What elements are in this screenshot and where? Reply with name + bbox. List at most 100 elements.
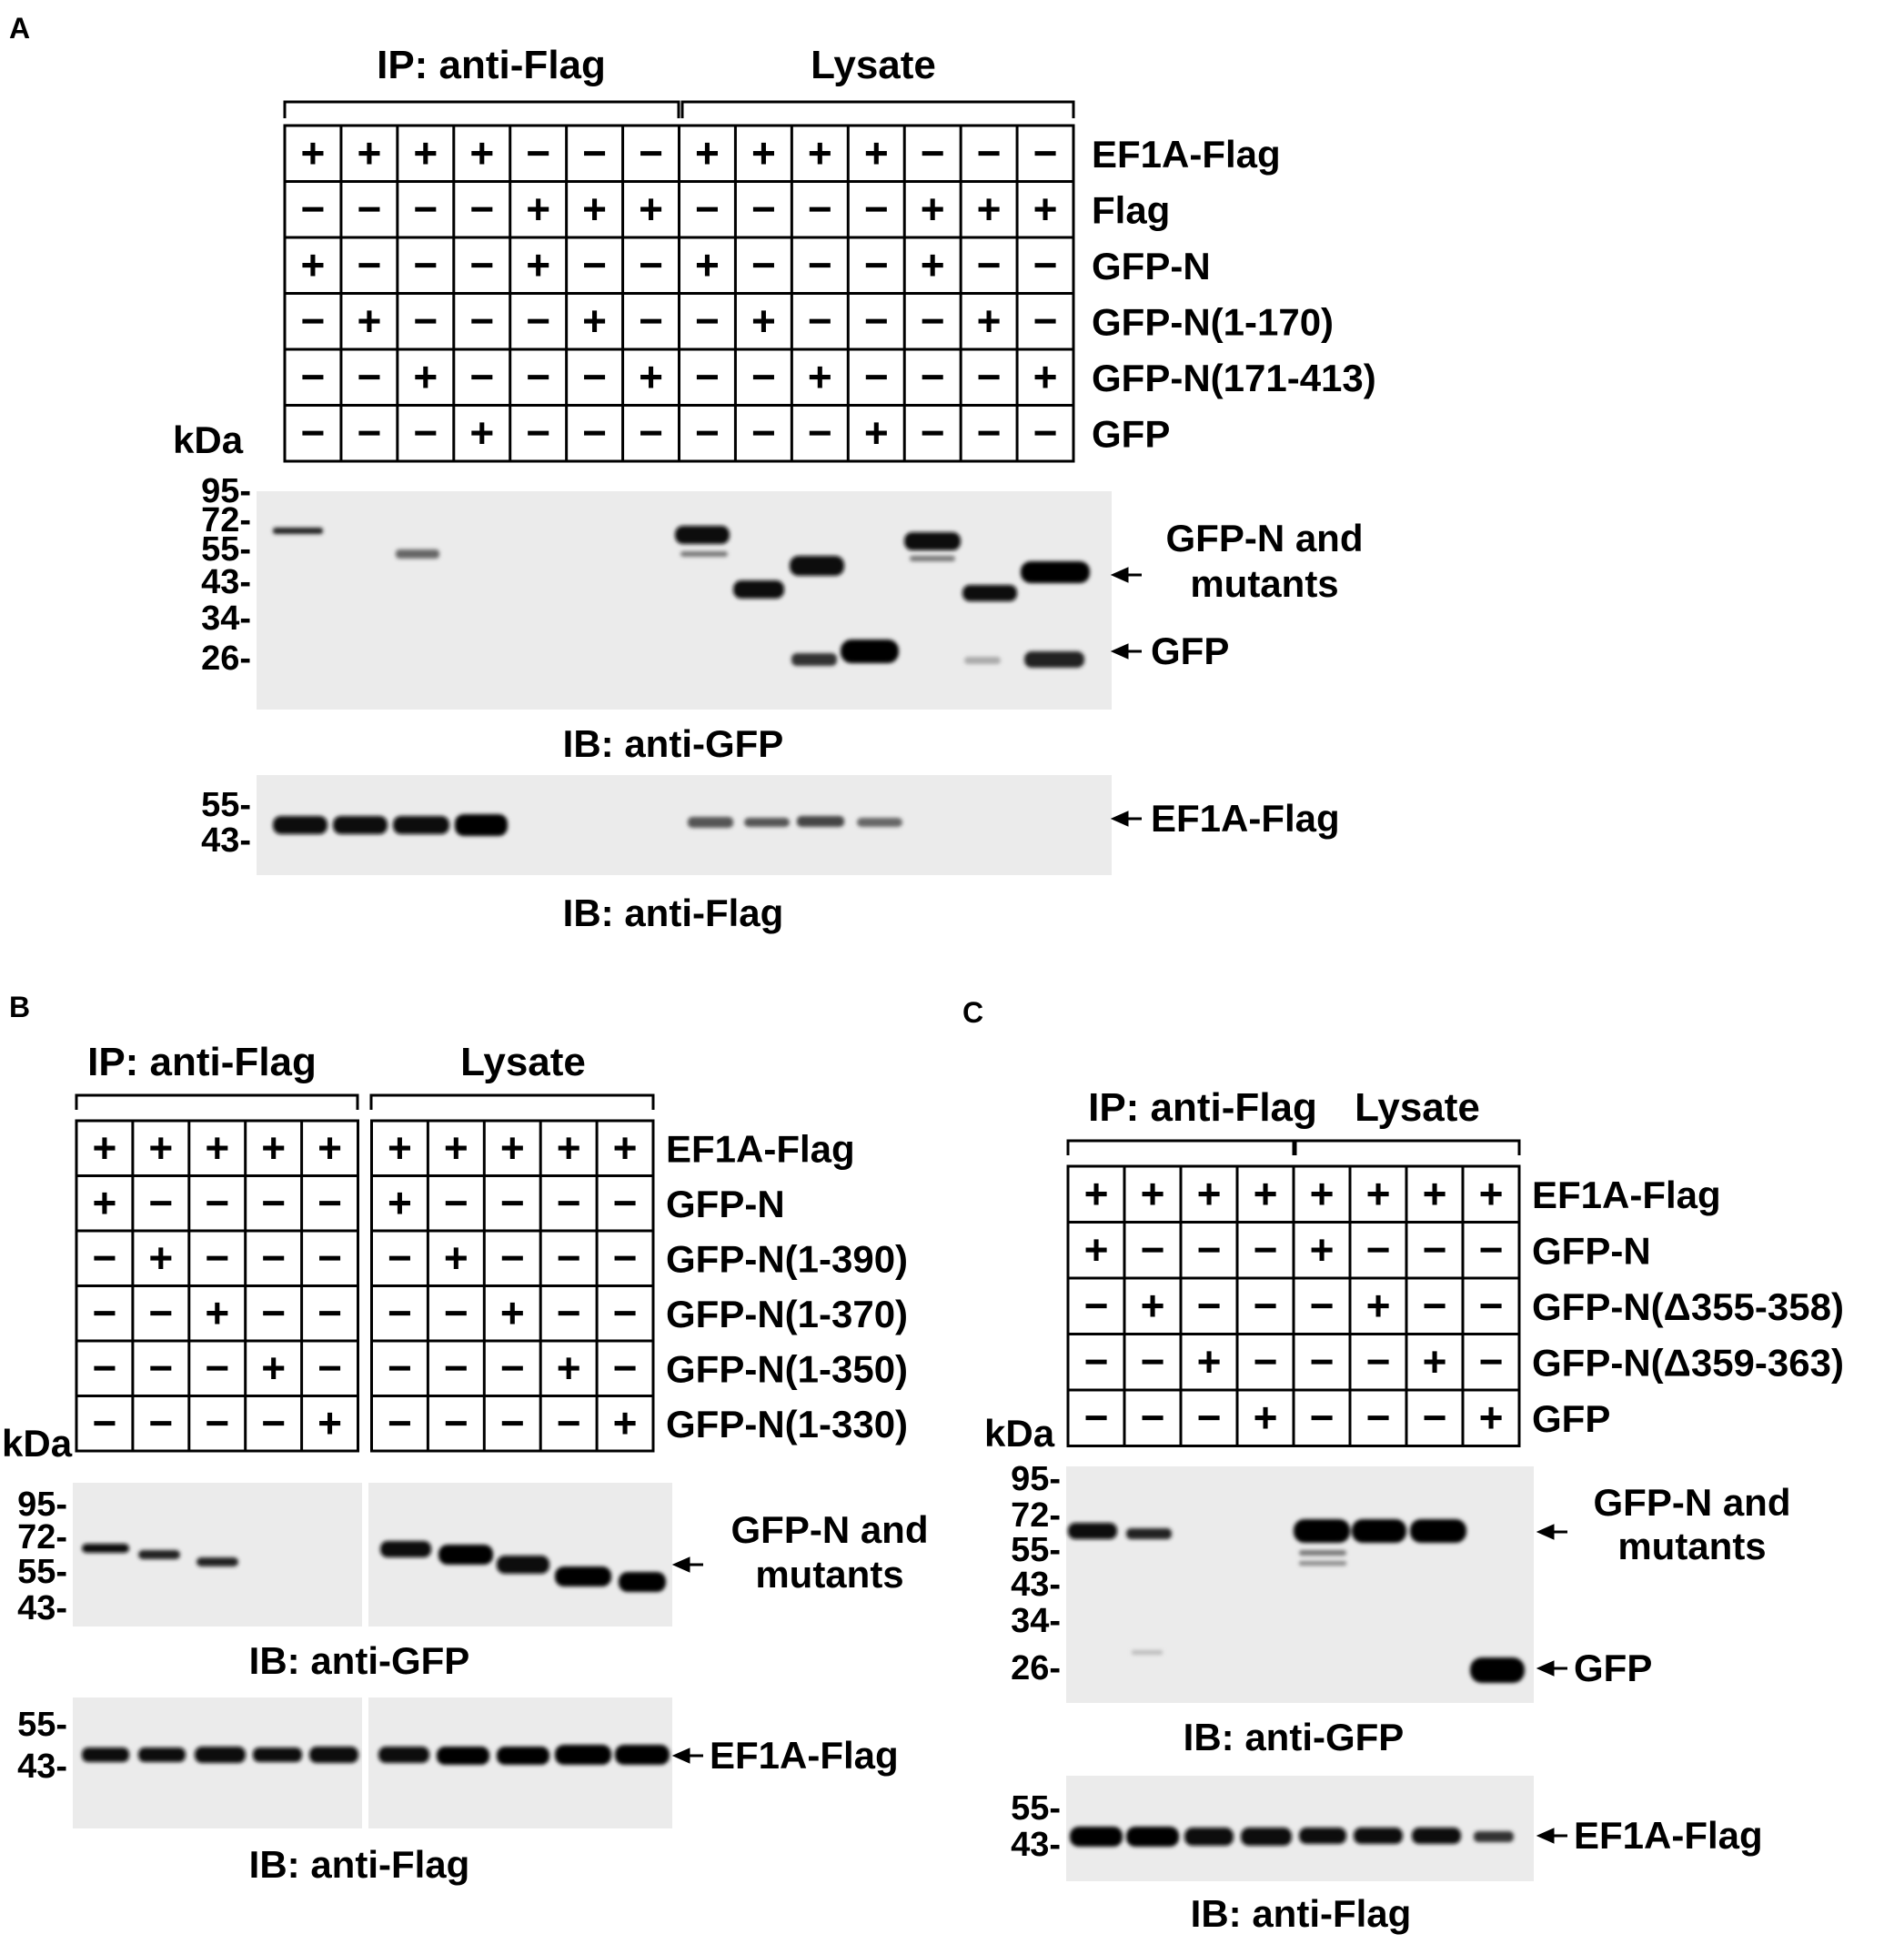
grid-cell-sign: − — [1033, 408, 1058, 456]
panel-a-condition-grid: ++++−−−++++−−−−−−−+++−−−−++++−−−+−−+−−−+… — [283, 124, 1075, 463]
condition-row-label: EF1A-Flag — [1532, 1173, 1721, 1216]
grid-cell-sign: − — [557, 1289, 581, 1336]
grid-cell-sign: − — [148, 1344, 173, 1391]
grid-cell-sign: − — [808, 185, 832, 232]
condition-row-label: EF1A-Flag — [666, 1127, 855, 1170]
panel-b-bracket-lysate — [369, 1093, 655, 1110]
grid-cell-sign: + — [808, 129, 832, 176]
grid-cell-sign: + — [205, 1123, 229, 1171]
grid-cell-sign: − — [582, 353, 607, 400]
grid-cell-sign: − — [261, 1234, 286, 1281]
grid-cell-sign: − — [1310, 1282, 1335, 1329]
grid-cell-sign: − — [864, 353, 889, 400]
grid-cell-sign: − — [205, 1234, 229, 1281]
grid-cell-sign: − — [695, 353, 720, 400]
grid-cell-sign: + — [93, 1123, 117, 1171]
grid-cell-sign: + — [1254, 1170, 1278, 1217]
grid-cell-sign: − — [148, 1399, 173, 1446]
grid-cell-sign: + — [613, 1399, 638, 1446]
svg-text:EF1A-Flag: EF1A-Flag — [1151, 797, 1340, 840]
mw-marker: 95- — [1011, 1460, 1061, 1498]
grid-cell-sign: + — [1197, 1337, 1222, 1385]
grid-cell-sign: − — [1254, 1282, 1278, 1329]
grid-cell-sign: − — [205, 1344, 229, 1391]
grid-cell-sign: + — [557, 1123, 581, 1171]
mw-marker: 72- — [201, 501, 251, 539]
grid-cell-sign: − — [93, 1289, 117, 1336]
grid-cell-sign: − — [388, 1399, 412, 1446]
grid-cell-sign: + — [1423, 1170, 1447, 1217]
panel-c-ib-anti-gfp: IB: anti-GFP — [1184, 1716, 1405, 1758]
grid-cell-sign: + — [613, 1123, 638, 1171]
panel-c-condition-grid: +++++++++−−−+−−−−+−−−+−−−−+−−−+−−−−+−−−+ — [1066, 1164, 1521, 1447]
condition-row-label: GFP-N(1-370) — [666, 1293, 908, 1335]
condition-row-label: GFP-N — [1532, 1229, 1651, 1272]
grid-cell-sign: − — [357, 241, 381, 288]
panel-c-markers-anti-flag: 55-43- — [1011, 1789, 1061, 1864]
panel-b-bands-anti-gfp — [82, 1541, 666, 1592]
panel-c-blot-anti-gfp — [1066, 1466, 1534, 1703]
mw-marker: 43- — [17, 1748, 67, 1786]
mw-marker: 43- — [201, 821, 251, 860]
mw-marker: 34- — [1011, 1602, 1061, 1640]
grid-cell-sign: − — [751, 353, 776, 400]
grid-cell-sign: − — [413, 241, 438, 288]
panel-b-group-ip: IP: anti-Flag — [87, 1040, 317, 1084]
condition-row-label: GFP-N(Δ355-358) — [1532, 1285, 1844, 1328]
grid-cell-sign: − — [557, 1179, 581, 1226]
grid-cell-sign: + — [808, 353, 832, 400]
grid-cell-sign: − — [1254, 1337, 1278, 1385]
grid-cell-sign: + — [864, 408, 889, 456]
grid-cell-sign: + — [1479, 1170, 1504, 1217]
mw-marker: 43- — [17, 1589, 67, 1627]
grid-cell-sign: − — [1197, 1282, 1222, 1329]
grid-cell-sign: − — [808, 297, 832, 344]
mw-marker: 34- — [201, 599, 251, 638]
grid-cell-sign: + — [582, 185, 607, 232]
grid-cell-sign: − — [261, 1399, 286, 1446]
grid-cell-sign: − — [864, 185, 889, 232]
panel-b-ib-anti-gfp: IB: anti-GFP — [249, 1639, 470, 1682]
grid-cell-sign: − — [977, 129, 1002, 176]
panel-b-condition-grid: +++++++++++−−−−+−−−−−+−−−−+−−−−−+−−−−+−−… — [75, 1119, 655, 1453]
grid-cell-sign: − — [301, 353, 326, 400]
grid-cell-sign: − — [388, 1289, 412, 1336]
grid-cell-sign: + — [261, 1344, 286, 1391]
grid-cell-sign: + — [444, 1123, 468, 1171]
grid-cell-sign: − — [613, 1344, 638, 1391]
grid-cell-sign: + — [301, 129, 326, 176]
grid-cell-sign: − — [93, 1399, 117, 1446]
mw-marker: 55- — [201, 786, 251, 824]
grid-cell-sign: + — [500, 1123, 525, 1171]
grid-cell-sign: + — [751, 129, 776, 176]
panel-b-annot-gfp-n: GFP-N and mutants — [671, 1508, 929, 1596]
grid-cell-sign: − — [317, 1179, 342, 1226]
grid-cell-sign: − — [444, 1179, 468, 1226]
grid-cell-sign: + — [413, 129, 438, 176]
panel-c-letter: C — [962, 996, 983, 1029]
grid-cell-sign: + — [1479, 1394, 1504, 1441]
grid-cell-sign: + — [205, 1289, 229, 1336]
grid-cell-sign: − — [93, 1234, 117, 1281]
panel-b-bracket-ip — [75, 1093, 359, 1110]
grid-cell-sign: − — [148, 1179, 173, 1226]
mw-marker: 55- — [1011, 1789, 1061, 1828]
grid-cell-sign: − — [639, 408, 663, 456]
svg-text:GFP-N and: GFP-N and — [1594, 1481, 1791, 1524]
svg-text:EF1A-Flag: EF1A-Flag — [710, 1734, 899, 1777]
grid-cell-sign: − — [977, 353, 1002, 400]
grid-cell-sign: − — [413, 185, 438, 232]
svg-text:mutants: mutants — [1190, 562, 1338, 605]
panel-a: A IP: anti-Flag Lysate ++++−−−++++−−−−−−… — [9, 12, 1376, 934]
grid-cell-sign: − — [751, 185, 776, 232]
condition-row-label: GFP — [1092, 412, 1170, 455]
grid-cell-sign: − — [357, 185, 381, 232]
grid-cell-sign: − — [1423, 1225, 1447, 1273]
panel-c-group-lysate: Lysate — [1355, 1085, 1480, 1130]
condition-row-label: GFP-N — [1092, 245, 1211, 287]
grid-cell-sign: − — [751, 241, 776, 288]
grid-cell-sign: + — [93, 1179, 117, 1226]
grid-cell-sign: − — [808, 408, 832, 456]
mw-marker: 72- — [17, 1518, 67, 1556]
panel-b-blot-anti-gfp-ip — [73, 1483, 362, 1627]
